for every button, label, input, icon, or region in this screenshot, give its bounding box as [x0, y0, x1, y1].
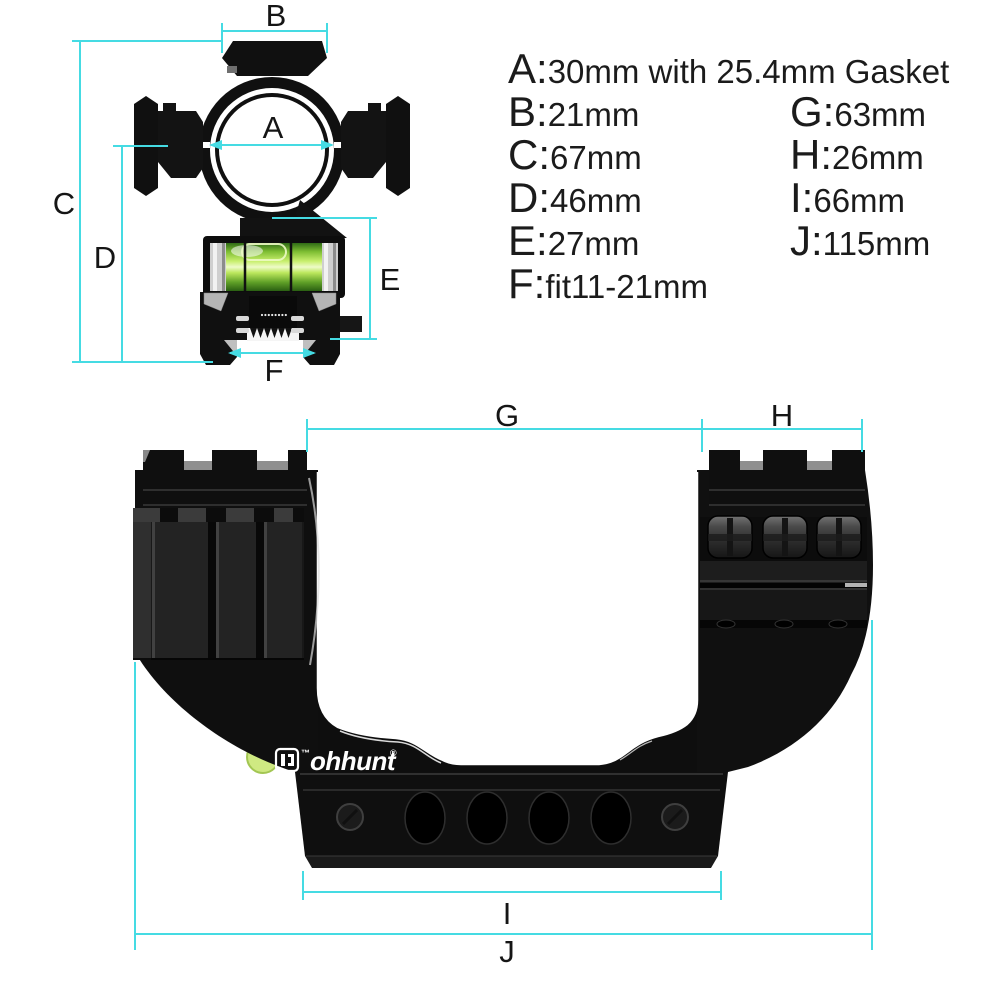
- bubble-level: [203, 236, 345, 298]
- spec-item-j: J:115mm: [790, 217, 930, 264]
- front-top-rail: [143, 450, 307, 506]
- top-rail: [222, 41, 327, 76]
- dim-label-a: A: [263, 110, 284, 145]
- spec-item-h: H:26mm: [790, 131, 924, 178]
- base-rail: [295, 772, 728, 868]
- rear-top-rail: [709, 450, 865, 506]
- ring-screw-2: [762, 515, 808, 559]
- dim-E: E: [272, 217, 401, 340]
- clamp-lock-knob: [340, 316, 362, 332]
- logo-trademark: ™: [301, 748, 310, 758]
- spec-item-e: E:27mm: [508, 217, 639, 264]
- dim-label-i: I: [503, 896, 512, 931]
- base-hole-1: [404, 791, 446, 845]
- clamp-foot-right: [303, 340, 340, 365]
- ohhunt-logo-icon: [274, 747, 300, 773]
- dim-B: B: [221, 0, 328, 53]
- ring-screw-1: [707, 515, 753, 559]
- front-ring-edge-highlight: [308, 477, 320, 666]
- left-side-rail-wing: [134, 96, 203, 196]
- dim-A: A: [209, 110, 334, 150]
- dim-label-e: E: [380, 262, 401, 297]
- dim-label-b: B: [266, 0, 287, 33]
- spec-item-f: F:fit11-21mm: [508, 260, 708, 307]
- logo-registered: ®: [390, 748, 397, 758]
- front-view-diagram: A B C D E F: [53, 0, 410, 388]
- arch-highlight-2: [339, 730, 442, 764]
- spec-item-b: B:21mm: [508, 88, 639, 135]
- clamp-mini-serration: [260, 313, 287, 317]
- ring-halves-seam: [700, 583, 867, 588]
- rail-clamp: [200, 292, 362, 365]
- side-accessory-rail: [133, 508, 304, 660]
- spec-item-a: A:30mm with 25.4mm Gasket: [508, 45, 949, 92]
- brand-logo: ™ ohhunt ®: [274, 746, 397, 776]
- clamp-foot-left: [200, 340, 237, 365]
- dim-G: G: [306, 398, 703, 452]
- level-bubble: [241, 243, 287, 261]
- dim-label-g: G: [495, 398, 519, 433]
- arch-highlight-3: [619, 740, 653, 761]
- right-side-rail-wing: [341, 96, 410, 196]
- spec-list: A:30mm with 25.4mm Gasket B:21mm C:67mm …: [508, 45, 949, 307]
- dim-I: I: [302, 871, 722, 931]
- ring-split-seam-left: [198, 142, 210, 148]
- dim-F: F: [228, 348, 316, 388]
- arch-highlight: [316, 472, 699, 766]
- dim-label-f: F: [265, 353, 284, 388]
- scope-ring: [198, 77, 346, 223]
- side-view-diagram: ™ ohhunt ® G H I J: [133, 398, 873, 969]
- dim-D: D: [94, 145, 168, 362]
- logo-brand-name: ohhunt: [310, 746, 397, 776]
- dim-label-d: D: [94, 240, 116, 275]
- yoke-band: [318, 688, 697, 772]
- dim-C: C: [53, 40, 223, 363]
- dim-label-j: J: [499, 934, 515, 969]
- top-rail-notch: [227, 66, 237, 73]
- clamp-teeth: [250, 328, 292, 338]
- clamp-silver-corner-right: [311, 292, 337, 312]
- dim-label-h: H: [771, 398, 793, 433]
- base-hole-2: [466, 791, 508, 845]
- ring-screw-3: [816, 515, 862, 559]
- rear-ring-clamp: [700, 515, 867, 629]
- base-hole-4: [590, 791, 632, 845]
- dim-label-c: C: [53, 186, 75, 221]
- dim-H: H: [702, 398, 863, 452]
- base-hole-3: [528, 791, 570, 845]
- dim-J: J: [134, 620, 873, 969]
- spec-item-i: I:66mm: [790, 174, 905, 221]
- spec-item-d: D:46mm: [508, 174, 642, 221]
- spec-item-c: C:67mm: [508, 131, 642, 178]
- clamp-silver-corner-left: [203, 292, 229, 312]
- spec-item-g: G:63mm: [790, 88, 926, 135]
- ring-split-seam-right: [334, 142, 346, 148]
